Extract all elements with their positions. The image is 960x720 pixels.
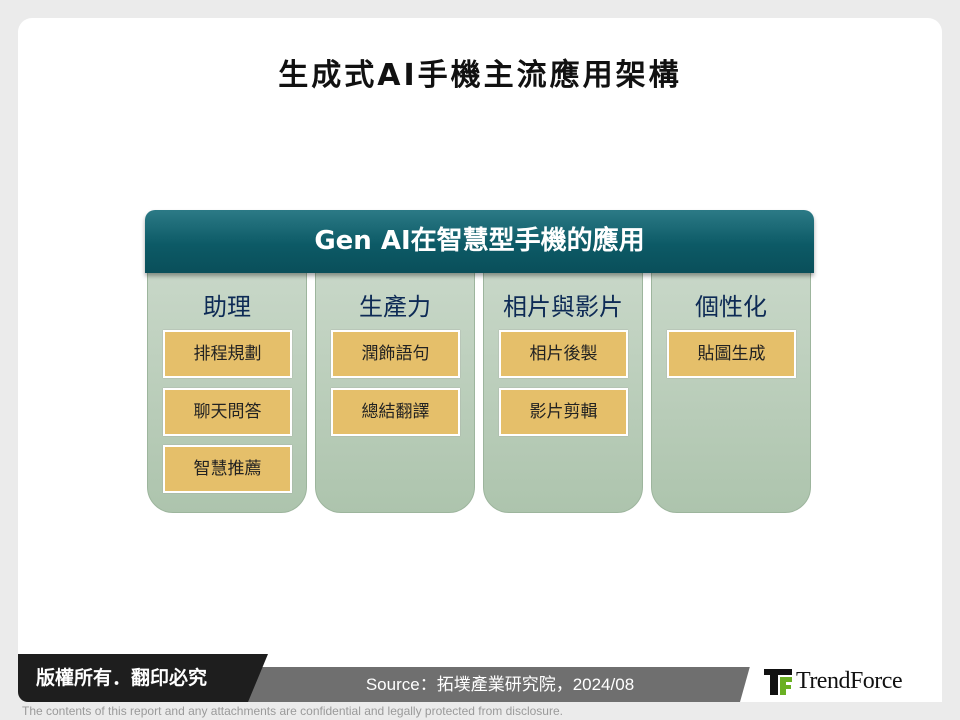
diagram-header: Gen AI在智慧型手機的應用 [145, 210, 814, 273]
column-photo-video: 相片與影片 相片後製 影片剪輯 [483, 262, 643, 513]
item-box: 智慧推薦 [163, 445, 292, 493]
column-assistant: 助理 排程規劃 聊天問答 智慧推薦 [147, 262, 307, 513]
column-heading: 個性化 [695, 293, 767, 321]
item-box: 影片剪輯 [499, 388, 628, 436]
item-box: 潤飾語句 [331, 330, 460, 378]
disclaimer: The contents of this report and any atta… [22, 704, 563, 718]
item-box: 貼圖生成 [667, 330, 796, 378]
source-text: Source：拓墣產業研究院，2024/08 [365, 675, 635, 694]
footer-band [240, 667, 760, 702]
item-box: 相片後製 [499, 330, 628, 378]
column-heading: 相片與影片 [503, 293, 623, 321]
page-title: 生成式AI手機主流應用架構 [278, 58, 682, 93]
item-box: 總結翻譯 [331, 388, 460, 436]
trendforce-logo-icon [764, 668, 792, 695]
column-personalization: 個性化 貼圖生成 [651, 262, 811, 513]
item-box: 排程規劃 [163, 330, 292, 378]
column-heading: 助理 [203, 293, 251, 321]
logo-text: TrendForce [796, 668, 903, 694]
trendforce-logo: TrendForce [764, 668, 903, 695]
column-productivity: 生產力 潤飾語句 總結翻譯 [315, 262, 475, 513]
column-heading: 生產力 [359, 293, 431, 321]
copyright-text: 版權所有．翻印必究 [18, 654, 268, 702]
item-box: 聊天問答 [163, 388, 292, 436]
